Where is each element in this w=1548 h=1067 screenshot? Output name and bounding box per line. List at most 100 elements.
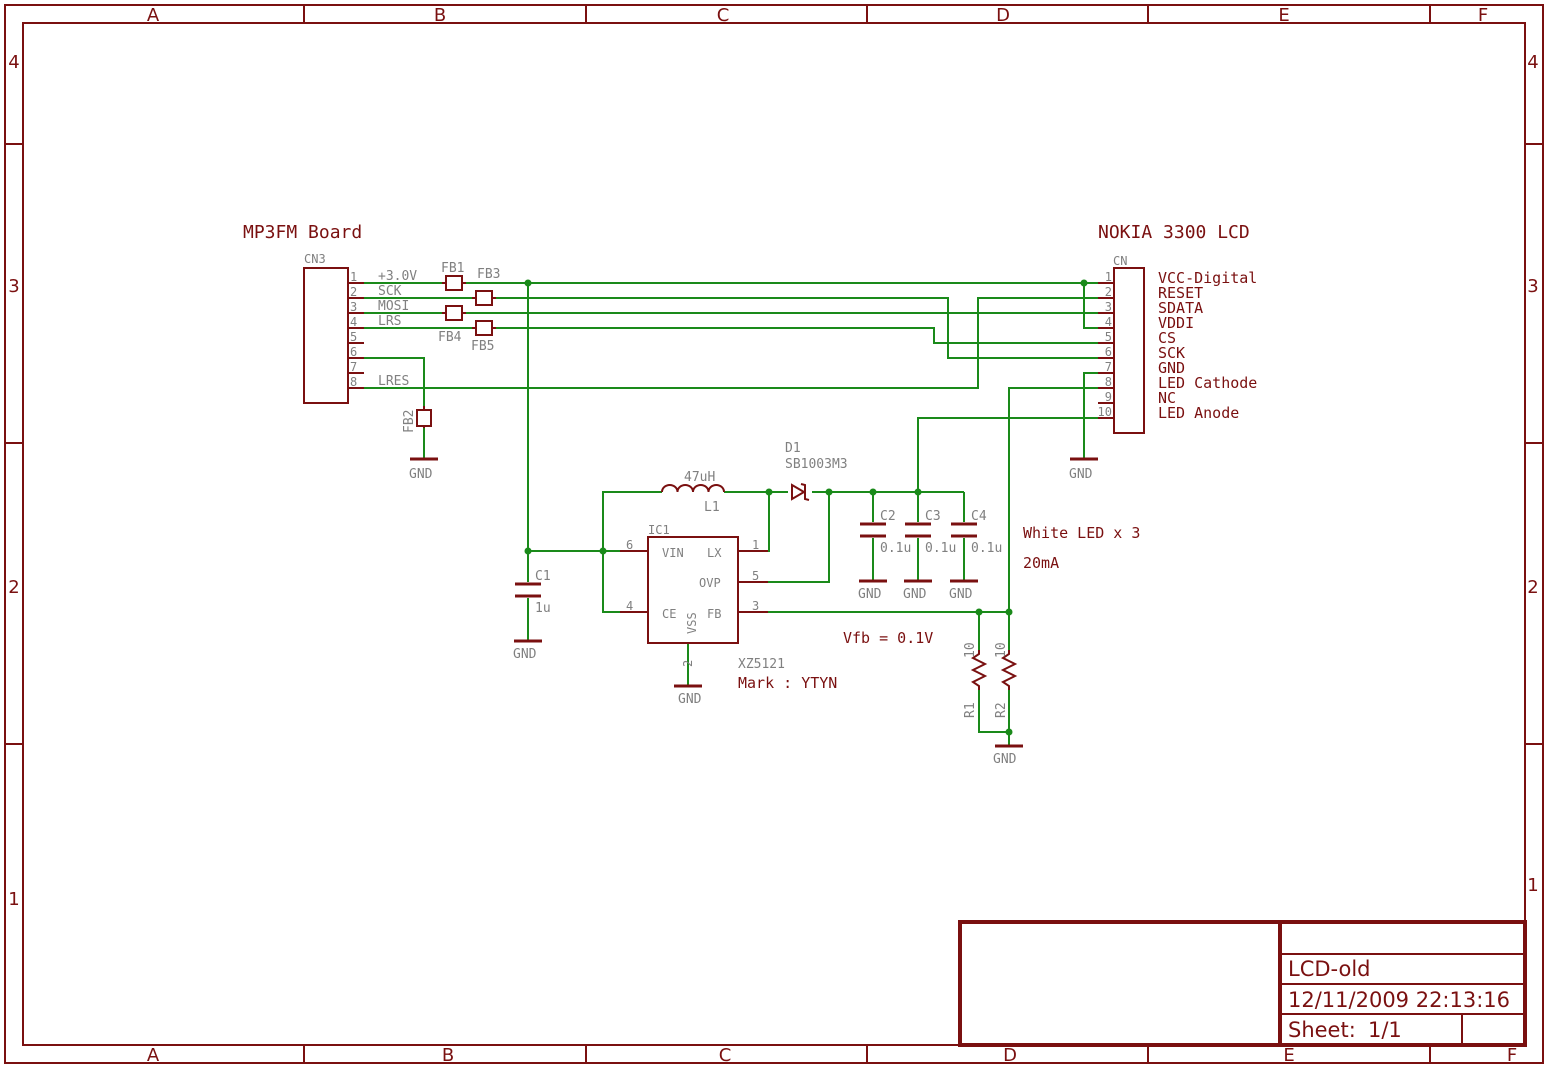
c2-value: 0.1u bbox=[880, 541, 911, 556]
lcd-pin-5-num: 5 bbox=[1105, 330, 1112, 344]
inductor-l1: 47uH L1 bbox=[661, 470, 725, 515]
ic1-ref: IC1 bbox=[648, 523, 670, 537]
ic1-pinnum-ce: 4 bbox=[626, 599, 633, 613]
lcd-pin-3-num: 3 bbox=[1105, 300, 1112, 314]
ic1-pinnum-lx: 1 bbox=[752, 538, 759, 552]
lcd-pin-3-name: SDATA bbox=[1158, 299, 1203, 317]
col-label-c: C bbox=[717, 5, 730, 26]
lcd-pin-2-name: RESET bbox=[1158, 284, 1203, 302]
col-label-e-bottom: E bbox=[1283, 1045, 1294, 1066]
lcd-pin-7-name: GND bbox=[1158, 359, 1185, 377]
r2-value: 10 bbox=[994, 642, 1009, 658]
wires bbox=[364, 282, 1103, 745]
cn3-pin-4-num: 4 bbox=[350, 315, 357, 329]
cn3-pin-2-name: SCK bbox=[378, 284, 402, 299]
ic1-pin-ovp: OVP bbox=[699, 576, 721, 590]
lcd-pin-4-num: 4 bbox=[1105, 315, 1112, 329]
r2-body bbox=[1000, 650, 1018, 690]
gnd-label-ic: GND bbox=[678, 692, 702, 707]
gnd-label-c3: GND bbox=[903, 587, 927, 602]
fb4-label: FB4 bbox=[438, 330, 462, 345]
gnd-label-c2: GND bbox=[858, 587, 882, 602]
title-block-datetime: 12/11/2009 22:13:16 bbox=[1288, 988, 1510, 1012]
lcd-connector-ref: CN bbox=[1113, 254, 1127, 268]
lcd-pin-9-name: NC bbox=[1158, 389, 1176, 407]
d1-ref: D1 bbox=[785, 441, 801, 456]
r1-body bbox=[970, 650, 988, 690]
lcd-pin-10-num: 10 bbox=[1098, 405, 1112, 419]
fb2-label: FB2 bbox=[402, 410, 417, 433]
cn3-pin-1-name: +3.0V bbox=[378, 269, 417, 284]
connector-lcd: NOKIA 3300 LCD CN 1 2 3 4 5 6 7 8 9 10 V… bbox=[1098, 222, 1257, 434]
fb5-body bbox=[475, 320, 493, 336]
d1-part: SB1003M3 bbox=[785, 457, 848, 472]
col-label-a: A bbox=[147, 5, 160, 26]
ic1-pinnum-vin: 6 bbox=[626, 538, 633, 552]
fb2-body bbox=[416, 409, 432, 427]
note-current: 20mA bbox=[1023, 554, 1059, 572]
gnd-label-fb2: GND bbox=[409, 467, 433, 482]
cn3-pin-3-name: MOSI bbox=[378, 299, 409, 314]
col-label-a-bottom: A bbox=[147, 1045, 160, 1066]
note-vfb: Vfb = 0.1V bbox=[843, 629, 933, 647]
col-label-c-bottom: C bbox=[719, 1045, 732, 1066]
cn3-pin-1-num: 1 bbox=[350, 270, 357, 284]
ic1-pinnum-fb: 3 bbox=[752, 599, 759, 613]
fb1-body bbox=[445, 275, 463, 291]
lcd-pin-1-name: VCC-Digital bbox=[1158, 269, 1257, 287]
nokia-lcd-title: NOKIA 3300 LCD bbox=[1098, 222, 1250, 243]
lcd-pin-5-name: CS bbox=[1158, 329, 1176, 347]
row-label-4-right: 4 bbox=[1527, 52, 1538, 73]
r1-ref: R1 bbox=[963, 702, 978, 718]
gnd-label-lcd: GND bbox=[1069, 467, 1093, 482]
ic1-pin-fb: FB bbox=[707, 607, 721, 621]
row-label-2: 2 bbox=[8, 577, 19, 598]
c4-ref: C4 bbox=[971, 509, 987, 524]
ic1-mark: Mark : YTYN bbox=[738, 674, 837, 692]
lcd-pin-2-num: 2 bbox=[1105, 285, 1112, 299]
r2-ref: R2 bbox=[994, 702, 1009, 718]
ic1-part: XZ5121 bbox=[738, 657, 785, 672]
l1-value: 47uH bbox=[684, 470, 715, 485]
lcd-pin-7-num: 7 bbox=[1105, 360, 1112, 374]
c1-ref: C1 bbox=[535, 569, 551, 584]
fb4-body bbox=[445, 305, 463, 321]
col-label-b-bottom: B bbox=[442, 1045, 454, 1066]
title-block-sheet-label: Sheet: bbox=[1288, 1018, 1356, 1042]
cn3-pin-4-name: LRS bbox=[378, 314, 401, 329]
lcd-pin-10-name: LED Anode bbox=[1158, 404, 1239, 422]
r1-value: 10 bbox=[963, 642, 978, 658]
fb3-label: FB3 bbox=[477, 267, 500, 282]
diode-d1: D1 SB1003M3 bbox=[785, 441, 848, 501]
note-white-led: White LED x 3 bbox=[1023, 524, 1140, 542]
cn3-pin-7-num: 7 bbox=[350, 360, 357, 374]
col-label-d: D bbox=[996, 5, 1010, 26]
title-block-name: LCD-old bbox=[1288, 957, 1371, 981]
ic1-pin-vin: VIN bbox=[662, 546, 684, 560]
cn3-pin-5-num: 5 bbox=[350, 330, 357, 344]
ic1-xz5121: IC1 VIN LX OVP CE FB VSS 6 4 1 5 3 2 XZ5… bbox=[620, 523, 837, 692]
ic1-pin-vss: VSS bbox=[685, 612, 699, 634]
row-label-3: 3 bbox=[8, 276, 19, 297]
ferrite-beads: FB1 FB3 FB4 FB5 FB2 bbox=[402, 261, 500, 433]
col-label-b: B bbox=[434, 5, 446, 26]
row-label-3-right: 3 bbox=[1527, 276, 1538, 297]
lcd-pin-6-num: 6 bbox=[1105, 345, 1112, 359]
cn3-pin-8-name: LRES bbox=[378, 374, 409, 389]
cn3-pin-2-num: 2 bbox=[350, 285, 357, 299]
row-label-1: 1 bbox=[8, 889, 19, 910]
row-label-4: 4 bbox=[8, 52, 19, 73]
lcd-pin-9-num: 9 bbox=[1105, 390, 1112, 404]
row-label-1-right: 1 bbox=[1527, 875, 1538, 896]
c2-ref: C2 bbox=[880, 509, 896, 524]
cn3-ref: CN3 bbox=[304, 252, 326, 266]
ic1-pin-ce: CE bbox=[662, 607, 676, 621]
lcd-pin-8-num: 8 bbox=[1105, 375, 1112, 389]
resistors: 10 10 R1 R2 bbox=[963, 642, 1018, 718]
c3-ref: C3 bbox=[925, 509, 941, 524]
gnd-label-c1: GND bbox=[513, 647, 537, 662]
ic1-pin-lx: LX bbox=[707, 546, 722, 560]
c3-value: 0.1u bbox=[925, 541, 956, 556]
junctions bbox=[524, 279, 1088, 736]
